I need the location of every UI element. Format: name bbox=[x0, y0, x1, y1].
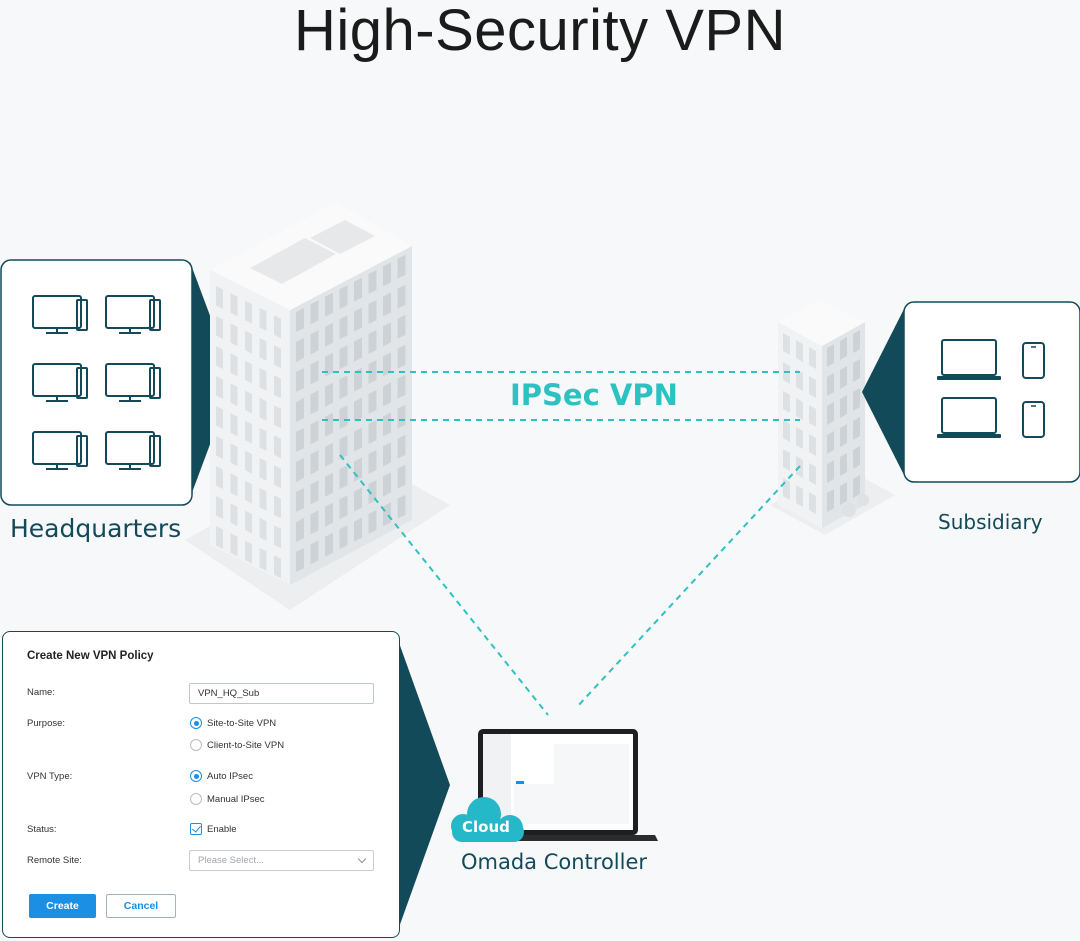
checkbox-checked-icon[interactable] bbox=[190, 823, 202, 835]
omada-controller-label: Omada Controller bbox=[461, 850, 648, 874]
cloud-icon bbox=[451, 797, 524, 842]
desktop-computer-icon bbox=[32, 295, 88, 334]
desktop-computer-icon bbox=[105, 431, 161, 470]
create-button[interactable]: Create bbox=[29, 894, 96, 918]
subsidiary-device-panel bbox=[862, 301, 1080, 483]
desktop-computer-icon bbox=[32, 363, 88, 402]
desktop-computer-icon bbox=[105, 295, 161, 334]
remote-site-select[interactable]: Please Select... bbox=[189, 850, 374, 871]
create-vpn-policy-form: Create New VPN Policy Name: VPN_HQ_Sub P… bbox=[2, 631, 400, 938]
purpose-option-site-to-site[interactable]: Site-to-Site VPN bbox=[190, 717, 276, 729]
remote-site-label: Remote Site: bbox=[27, 855, 82, 866]
status-label: Status: bbox=[27, 824, 57, 835]
ipsec-vpn-label: IPSec VPN bbox=[510, 378, 678, 412]
page-title: High-Security VPN bbox=[294, 0, 786, 63]
cloud-badge-label: Cloud bbox=[462, 818, 510, 836]
status-enable-checkbox[interactable]: Enable bbox=[190, 823, 237, 835]
subsidiary-building bbox=[770, 300, 895, 535]
headquarters-label: Headquarters bbox=[10, 514, 182, 543]
hq-device-panel bbox=[0, 259, 234, 506]
smartphone-icon bbox=[1022, 342, 1045, 379]
subsidiary-label: Subsidiary bbox=[938, 510, 1043, 534]
desktop-computer-icon bbox=[32, 295, 161, 470]
cancel-button[interactable]: Cancel bbox=[106, 894, 176, 918]
vpn-links bbox=[322, 371, 801, 716]
radio-icon[interactable] bbox=[190, 739, 202, 751]
desktop-computer-icon bbox=[105, 363, 161, 402]
vpn-type-label: VPN Type: bbox=[27, 771, 73, 782]
purpose-label: Purpose: bbox=[27, 718, 66, 729]
form-title: Create New VPN Policy bbox=[27, 650, 154, 662]
vpn-type-option-auto[interactable]: Auto IPsec bbox=[190, 770, 253, 782]
laptop-controller bbox=[459, 729, 658, 841]
laptop-icon bbox=[937, 339, 1001, 380]
radio-selected-icon[interactable] bbox=[190, 717, 202, 729]
laptop-icon bbox=[937, 397, 1001, 438]
radio-selected-icon[interactable] bbox=[190, 770, 202, 782]
smartphone-icon bbox=[1022, 401, 1045, 438]
name-label: Name: bbox=[27, 687, 55, 698]
form-pointer bbox=[398, 640, 450, 930]
radio-icon[interactable] bbox=[190, 793, 202, 805]
chevron-down-icon bbox=[357, 854, 367, 864]
name-input[interactable]: VPN_HQ_Sub bbox=[189, 683, 374, 704]
desktop-computer-icon bbox=[32, 431, 88, 470]
purpose-option-client-to-site[interactable]: Client-to-Site VPN bbox=[190, 739, 284, 751]
vpn-type-option-manual[interactable]: Manual IPsec bbox=[190, 793, 265, 805]
headquarters-building bbox=[185, 202, 450, 610]
